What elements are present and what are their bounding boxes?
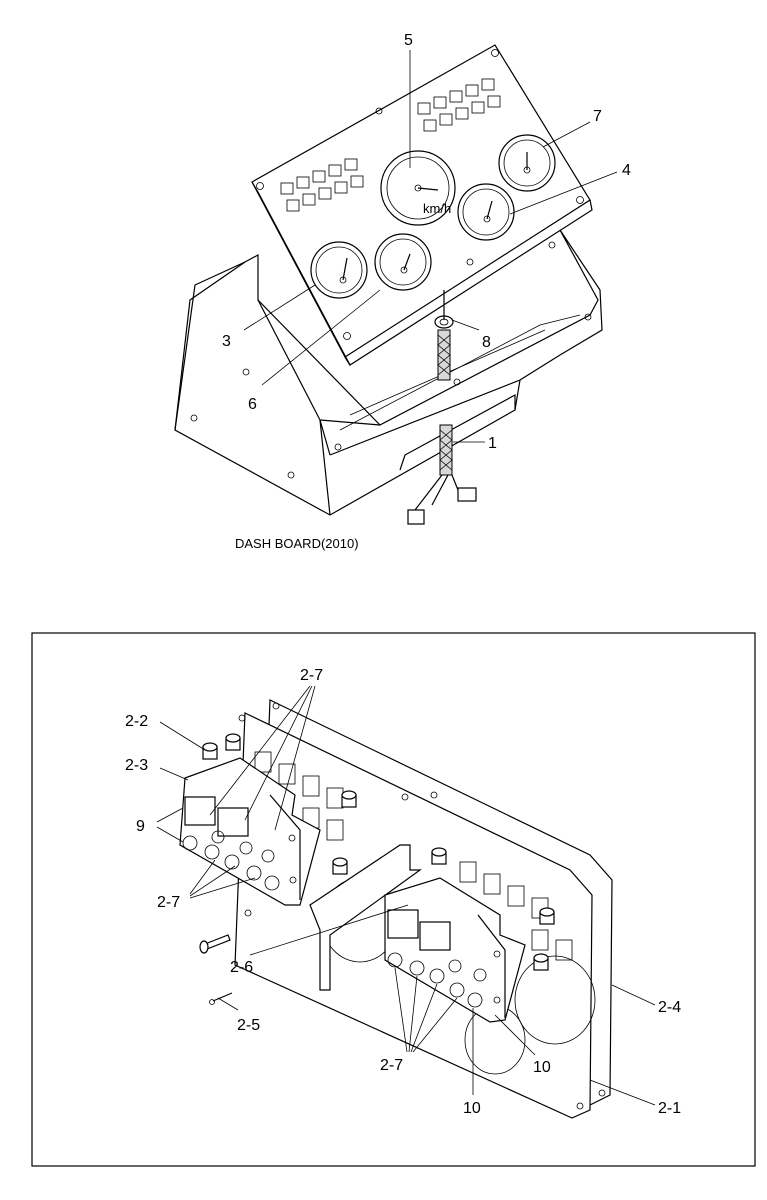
- callout-2-3: 2-3: [125, 757, 148, 774]
- gauge-7: [498, 134, 556, 192]
- bottom-leader-lines: [156, 685, 656, 1106]
- dash-board-assembly: km/h: [174, 32, 631, 551]
- gauge-4: [457, 183, 515, 241]
- callout-4: 4: [622, 162, 631, 179]
- speedometer-gauge: km/h: [380, 150, 456, 226]
- wire-harness: [407, 290, 477, 525]
- right-indicator-grid: [417, 78, 501, 132]
- top-leader-lines: [243, 50, 618, 443]
- callout-5: 5: [404, 32, 413, 49]
- callout-2-6: 2-6: [230, 959, 253, 976]
- callout-9: 9: [136, 818, 145, 835]
- detail-frame: [31, 632, 756, 1167]
- callout-10-right: 10: [533, 1059, 551, 1076]
- gauge-6: [374, 233, 432, 291]
- callout-2-2: 2-2: [125, 713, 148, 730]
- gauge-3: [310, 241, 368, 299]
- callout-2-7-left: 2-7: [157, 894, 180, 911]
- callout-10-bottom: 10: [463, 1100, 481, 1117]
- switch-panel-assembly: 2-7 2-2 2-3 9 2-7 2-6 2-5 2-7 10 10 2-4 …: [125, 667, 681, 1119]
- callout-2-4: 2-4: [658, 999, 681, 1016]
- callout-2-5: 2-5: [237, 1017, 260, 1034]
- callout-2-7-bottom: 2-7: [380, 1057, 403, 1074]
- callout-2-1: 2-1: [658, 1100, 681, 1117]
- dash-housing: [174, 229, 603, 516]
- bracket: [309, 844, 422, 991]
- callout-3: 3: [222, 333, 231, 350]
- standoffs: [202, 733, 555, 971]
- screw-2-6: [199, 934, 231, 954]
- left-indicator-grid: [280, 158, 364, 212]
- callout-2-7-top: 2-7: [300, 667, 323, 684]
- right-connector-block: [384, 877, 526, 1023]
- callout-7: 7: [593, 108, 602, 125]
- gauge-unit-label: km/h: [423, 201, 451, 216]
- diagram-caption: DASH BOARD(2010): [235, 536, 359, 551]
- callout-1: 1: [488, 435, 497, 452]
- callout-6: 6: [248, 396, 257, 413]
- callout-8: 8: [482, 334, 491, 351]
- screw-2-5: [209, 992, 233, 1005]
